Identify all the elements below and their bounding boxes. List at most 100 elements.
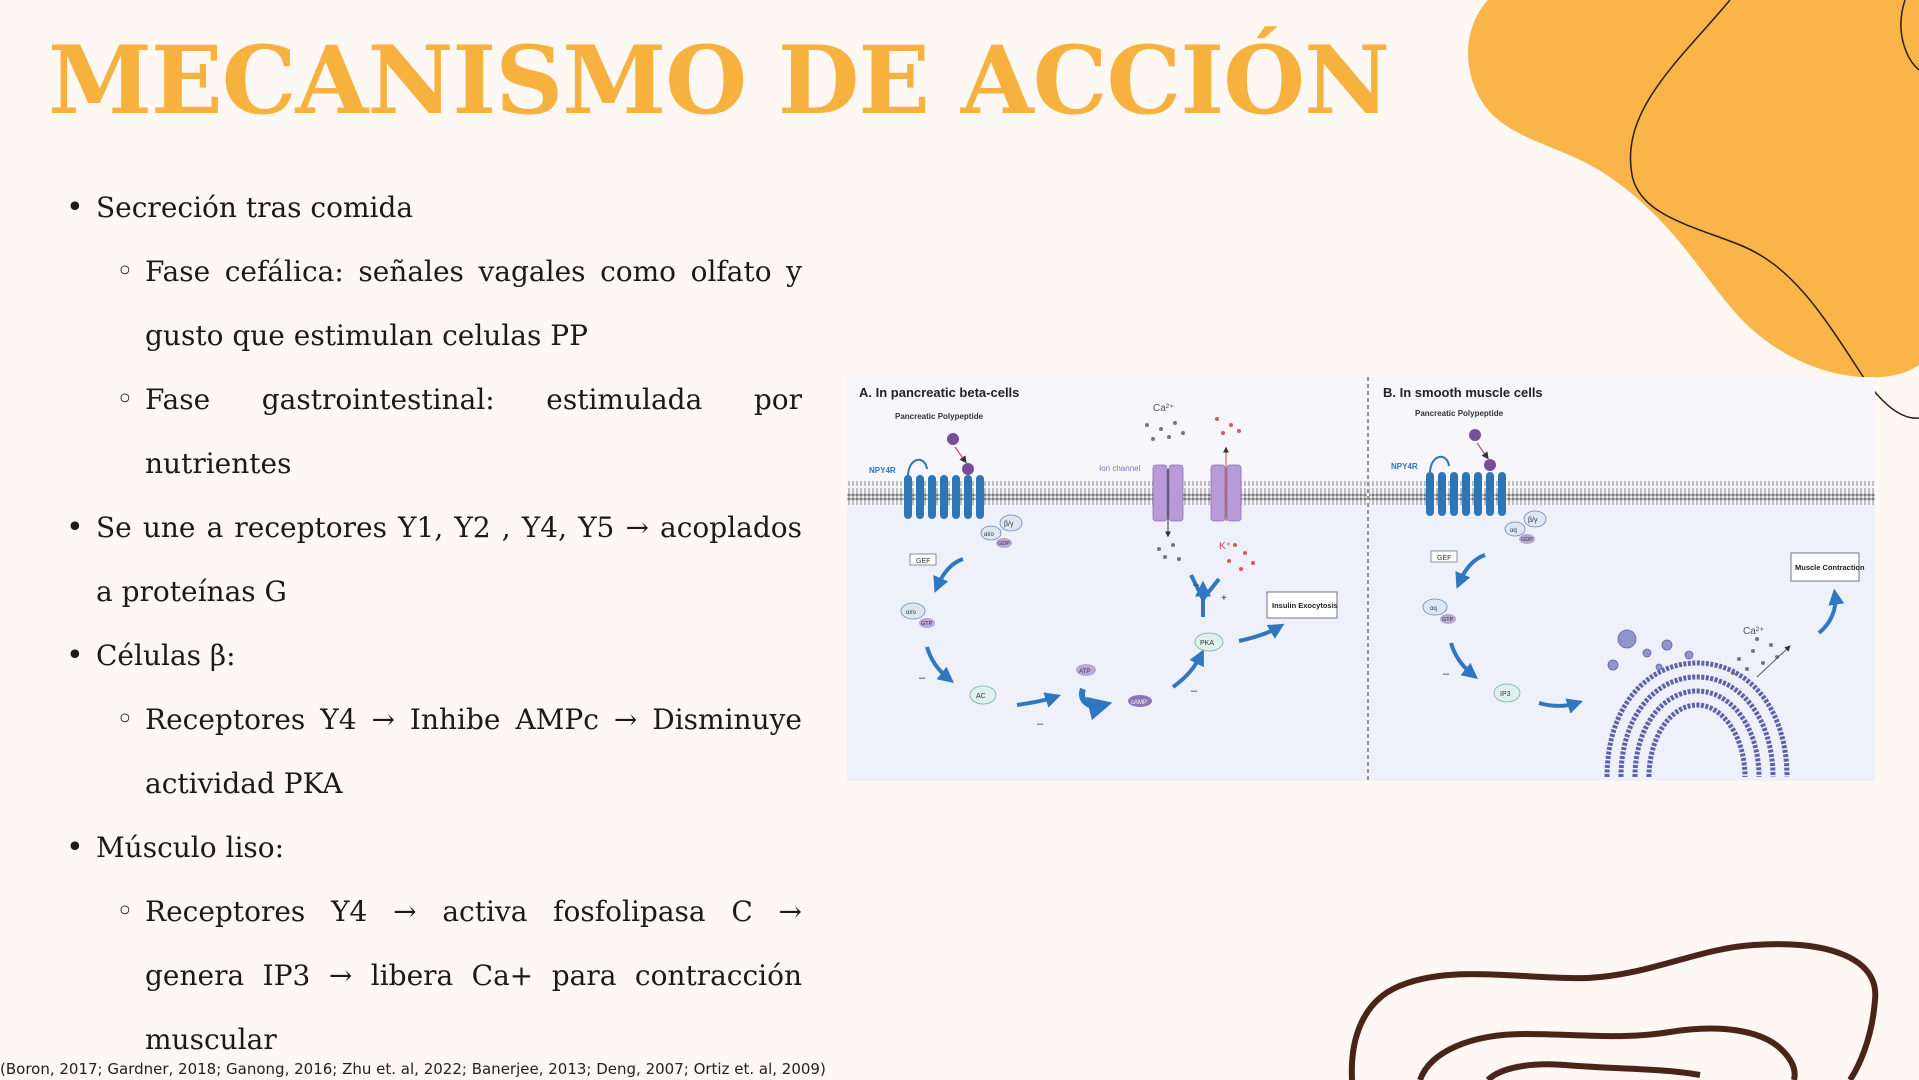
gdp-a [996, 538, 1012, 548]
gdp-b-label: GDP [1521, 537, 1533, 543]
gtp-a [919, 618, 935, 628]
gdp-b [1519, 534, 1535, 544]
arrow-to-contraction [1817, 588, 1845, 635]
receptor-b-icon [1426, 472, 1506, 516]
calcium-b-label: Ca²⁺ [1743, 626, 1764, 637]
gef-b-label: GEF [1437, 555, 1451, 562]
bullet-secrecion: Secreción tras comida [66, 176, 802, 240]
minus-a-1: – [919, 672, 926, 684]
beta-gamma-b [1523, 510, 1547, 528]
camp-molecule [1128, 695, 1152, 707]
calcium-channel-icon [1152, 464, 1184, 522]
muscle-contraction-box [1790, 552, 1860, 582]
ip3-label: IP3 [1500, 691, 1511, 698]
alpha-gtp-a-label: αi/o [906, 610, 916, 616]
minus-a-4: – [1193, 579, 1200, 591]
pka-enzyme [1194, 632, 1224, 652]
panel-b-receptor-label: NPY4R [1391, 462, 1418, 471]
camp-label: cAMP [1131, 700, 1147, 706]
mechanism-figure: A. In pancreatic beta-cells Pancreatic P… [847, 377, 1875, 781]
plus-a-1: + [1221, 593, 1227, 604]
ac-label: AC [976, 693, 986, 700]
beta-gamma-b-label: β/γ [1528, 517, 1538, 524]
gef-a-box [909, 553, 937, 566]
cytoplasm-panel-a [847, 505, 1367, 781]
brown-squiggle-small [1485, 1061, 1701, 1080]
ac-enzyme [969, 685, 997, 705]
arrow-to-ip3 [1449, 642, 1478, 679]
orange-blob-shape [1468, 0, 1919, 378]
arrow-camp-pka [1171, 649, 1204, 689]
minus-a-2: – [1037, 718, 1044, 730]
gtp-b-label: GTP [1442, 617, 1454, 623]
bullet-musculo-liso: Músculo liso: [66, 816, 802, 880]
atp-molecule [1076, 664, 1096, 676]
arrow-ip3-er [1538, 698, 1584, 714]
ligand-b-icon [1469, 429, 1481, 441]
alpha-gtp-b [1422, 598, 1448, 616]
atp-label: ATP [1079, 669, 1090, 675]
ip3-molecule [1493, 683, 1521, 703]
arrow-gef-b [1455, 553, 1486, 589]
alpha-gtp-b-label: αq [1430, 606, 1437, 612]
arrow-ac-atp [1016, 692, 1062, 708]
panel-b-ligand-label: Pancreatic Polypeptide [1415, 409, 1504, 418]
calcium-ions-b [1731, 637, 1779, 675]
brown-squiggle-outer [1348, 941, 1879, 1080]
vesicles-icon [1607, 629, 1694, 671]
bullet-content: Secreción tras comida Fase cefálica: señ… [66, 176, 802, 1072]
arrow-pka-exocytosis [1238, 623, 1285, 643]
alpha-a [980, 525, 1002, 541]
sub-bullet-musculo-y4: Receptores Y4 → activa fosfolipasa C → g… [66, 880, 802, 1072]
gtp-a-label: GTP [921, 621, 933, 627]
panel-a-ligand-label: Pancreatic Polypeptide [895, 412, 984, 421]
alpha-gtp-a [900, 602, 926, 620]
insulin-exocytosis-box [1266, 591, 1338, 619]
alpha-b-label: αq [1510, 528, 1517, 534]
arrow-gef-a [933, 557, 964, 593]
alpha-b [1504, 521, 1526, 537]
muscle-contraction-label: Muscle Contraction [1795, 563, 1865, 572]
panel-a-title: A. In pancreatic beta-cells [859, 385, 1019, 400]
receptor-a-icon [904, 475, 984, 519]
bound-ligand-b [1484, 459, 1496, 471]
gdp-a-label: GDP [998, 541, 1010, 547]
receptor-b-loop [1429, 456, 1450, 473]
potassium-channel-icon [1210, 464, 1242, 522]
citation: (Boron, 2017; Gardner, 2018; Ganong, 201… [0, 1060, 826, 1078]
calcium-a-label: Ca²⁺ [1153, 403, 1174, 414]
ligand-a-arrow [954, 446, 967, 464]
sub-bullet-beta-y4: Receptores Y4 → Inhibe AMPc → Disminuye … [66, 688, 802, 816]
panel-b-title: B. In smooth muscle cells [1383, 385, 1543, 400]
ligand-b-arrow [1476, 442, 1489, 460]
ion-channel-label: Ion channel [1099, 464, 1141, 473]
gtp-b [1440, 614, 1456, 624]
bullet-celulas-beta: Células β: [66, 624, 802, 688]
slide-title: MECANISMO DE ACCIÓN [48, 26, 1390, 136]
bullet-receptores: Se une a receptores Y1, Y2 , Y4, Y5 → ac… [66, 496, 802, 624]
calcium-ions-a [1145, 421, 1185, 561]
arrow-atp-camp [1079, 687, 1113, 721]
receptor-a-loop [907, 459, 928, 476]
pka-label: PKA [1200, 640, 1214, 647]
beta-gamma-a [999, 514, 1023, 532]
insulin-exocytosis-label: Insulin Exocytosis [1272, 601, 1338, 610]
minus-a-3: – [1191, 685, 1198, 697]
arrow-to-ac [925, 646, 954, 683]
gef-b-box [1430, 550, 1458, 563]
sub-bullet-fase-gastrointestinal: Fase gastrointestinal: estimulada por nu… [66, 368, 802, 496]
beta-gamma-a-label: β/γ [1004, 521, 1014, 528]
brown-squiggle-inner [1417, 1025, 1798, 1080]
alpha-a-label: αi/o [984, 532, 994, 538]
potassium-ions-a [1215, 417, 1255, 571]
cell-membrane-a [847, 481, 1367, 505]
panel-a-receptor-label: NPY4R [869, 466, 896, 475]
gef-a-label: GEF [916, 558, 930, 565]
sub-bullet-fase-cefalica: Fase cefálica: señales vagales como olfa… [66, 240, 802, 368]
bullet-list: Secreción tras comida Fase cefálica: señ… [66, 176, 802, 1072]
calcium-release-arrow [1756, 645, 1791, 678]
pka-branch-arrows [1189, 574, 1221, 601]
sarcoplasmic-reticulum-icon [1604, 660, 1790, 778]
minus-b-1: – [1443, 668, 1450, 680]
